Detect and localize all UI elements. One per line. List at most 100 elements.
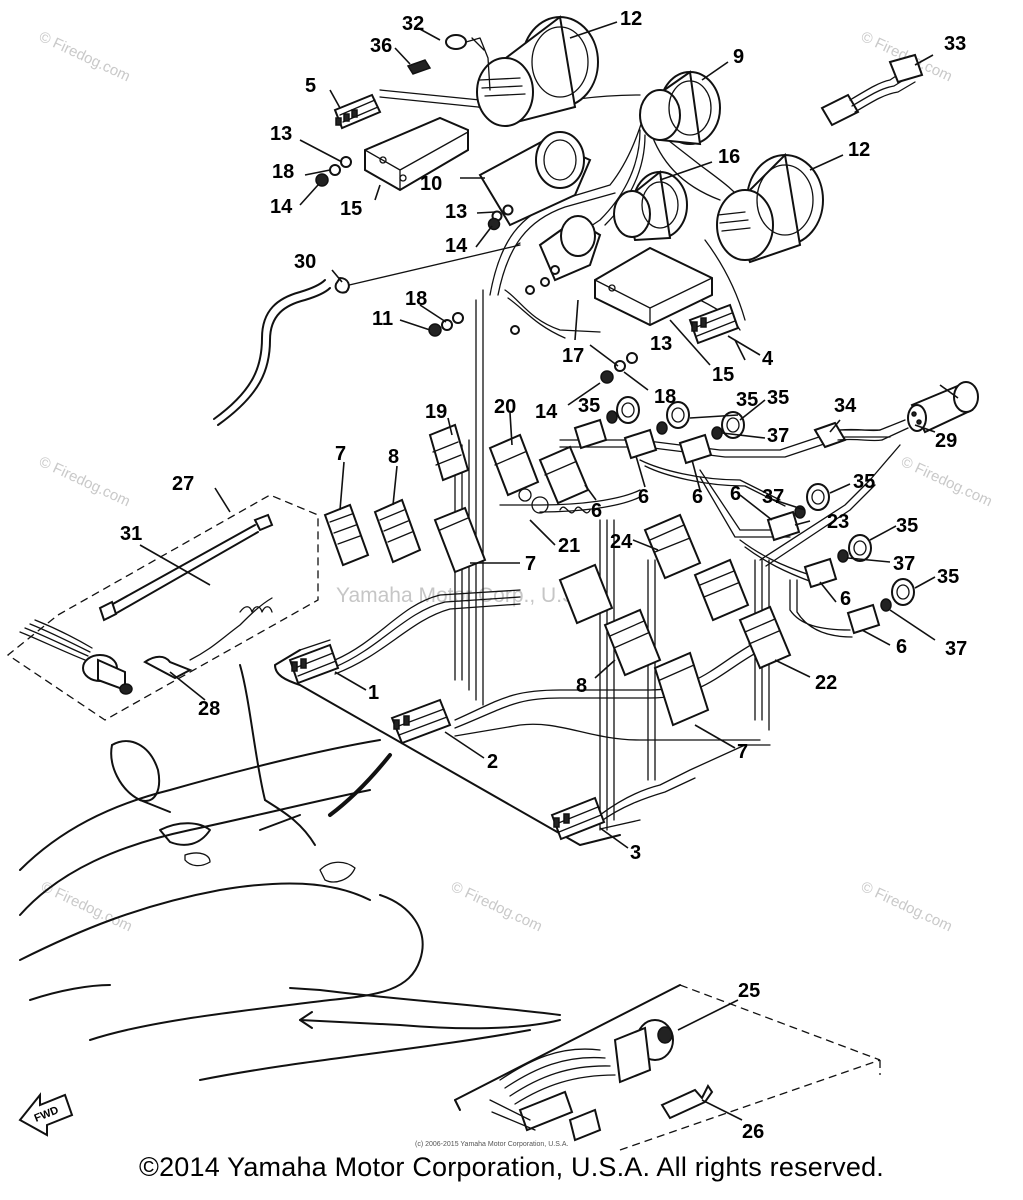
callout-1: 1: [368, 682, 379, 704]
gauge-16: [613, 170, 688, 242]
callout-6: 6: [591, 500, 602, 522]
watercraft-hull: [19, 664, 561, 1081]
key-26: [660, 1084, 714, 1120]
callout-17: 17: [562, 345, 584, 367]
callout-12: 12: [848, 139, 870, 161]
keyswitch-panel-25: [454, 984, 881, 1151]
callout-9: 9: [733, 46, 744, 68]
callout-37: 37: [762, 486, 784, 508]
callout-21: 21: [558, 535, 580, 557]
callout-18: 18: [654, 386, 676, 408]
callout-7: 7: [335, 443, 346, 465]
watermark: © Firedog.com: [448, 878, 545, 935]
callout-13: 13: [270, 123, 292, 145]
callout-6: 6: [692, 486, 703, 508]
subassembly-27: [6, 494, 319, 721]
callout-35: 35: [767, 387, 789, 409]
hose-30: [213, 244, 521, 426]
callout-30: 30: [294, 251, 316, 273]
grommets-35-37: [606, 396, 915, 612]
callout-28: 28: [198, 698, 220, 720]
watermark: © Firedog.com: [898, 453, 995, 510]
switch-7-right-upper: [558, 558, 750, 625]
connector-33: [820, 53, 924, 127]
callout-14: 14: [270, 196, 293, 218]
callout-16: 16: [718, 146, 740, 168]
callout-11: 11: [372, 308, 393, 330]
callout-22: 22: [815, 672, 837, 694]
switch-20: [488, 433, 590, 505]
relay-34: [813, 421, 883, 449]
callout-10: 10: [420, 173, 442, 195]
callout-37: 37: [945, 638, 967, 660]
lamp-29: [879, 381, 979, 441]
callout-3: 3: [630, 842, 641, 864]
switch-cover-7-right: [653, 651, 710, 727]
callout-12: 12: [620, 8, 642, 30]
callout-4: 4: [762, 348, 774, 370]
callout-7: 7: [525, 553, 536, 575]
callout-27: 27: [172, 473, 194, 495]
callout-31: 31: [120, 523, 142, 545]
bracket-10: [478, 131, 592, 227]
mounting-board: [274, 639, 621, 846]
callout-18: 18: [272, 161, 294, 183]
connectors-6: [573, 418, 881, 635]
connector-1: [288, 643, 340, 685]
watermark: © Firedog.com: [36, 28, 133, 85]
connector-3: [550, 796, 606, 841]
leader-lines: [139, 21, 959, 1121]
callout-6: 6: [638, 486, 649, 508]
connector-2: [390, 698, 452, 745]
callout-15: 15: [340, 198, 362, 220]
callout-24: 24: [610, 531, 633, 553]
callout-labels: 32 36 12 9 33 5 13 18 14 15 16 12 10 13 …: [120, 8, 967, 1143]
callout-34: 34: [834, 395, 857, 417]
callout-33: 33: [944, 33, 966, 55]
callout-35: 35: [578, 395, 600, 417]
gauge-12-top: [476, 15, 599, 127]
callout-26: 26: [742, 1121, 764, 1143]
callout-8: 8: [576, 675, 587, 697]
connector-4: [688, 303, 740, 345]
callout-6: 6: [896, 636, 907, 658]
fwd-arrow: FWD: [18, 1092, 74, 1137]
small-copyright: (c) 2006-2015 Yamaha Motor Corporation, …: [415, 1141, 568, 1148]
gauge-12-right: [716, 152, 824, 264]
callout-32: 32: [402, 13, 424, 35]
hardware: [315, 156, 638, 384]
callout-23: 23: [827, 511, 849, 533]
callout-19: 19: [425, 401, 447, 423]
callout-35: 35: [896, 515, 918, 537]
part-36-clip: [406, 59, 432, 75]
part-21-fuse: [518, 488, 591, 514]
gauge-9: [639, 70, 721, 146]
part-32-bulb: [445, 34, 491, 91]
callout-6: 6: [840, 588, 851, 610]
callout-37: 37: [893, 553, 915, 575]
callout-25: 25: [738, 980, 760, 1002]
bracket-15-left: [364, 116, 469, 192]
switch-19: [428, 423, 470, 482]
switch-cover-8-left: [373, 498, 422, 564]
bracket-15-right: [594, 246, 713, 327]
copyright-notice: ©2014 Yamaha Motor Corporation, U.S.A. A…: [138, 1152, 885, 1182]
callout-35: 35: [736, 389, 758, 411]
callout-35: 35: [853, 471, 875, 493]
callout-20: 20: [494, 396, 516, 418]
switch-cover-7-mid: [433, 506, 487, 574]
callout-37: 37: [767, 425, 789, 447]
callout-8: 8: [388, 446, 399, 468]
callout-6: 6: [730, 483, 741, 505]
callout-13: 13: [445, 201, 467, 223]
callout-15: 15: [712, 364, 734, 386]
switch-24: [643, 513, 702, 580]
callout-2: 2: [487, 751, 498, 773]
callout-29: 29: [935, 430, 957, 452]
switch-22: [738, 605, 792, 670]
switch-cover-7-left: [323, 503, 370, 567]
callout-7: 7: [737, 741, 748, 763]
watermark: © Firedog.com: [858, 878, 955, 935]
connector-5: [333, 93, 382, 130]
